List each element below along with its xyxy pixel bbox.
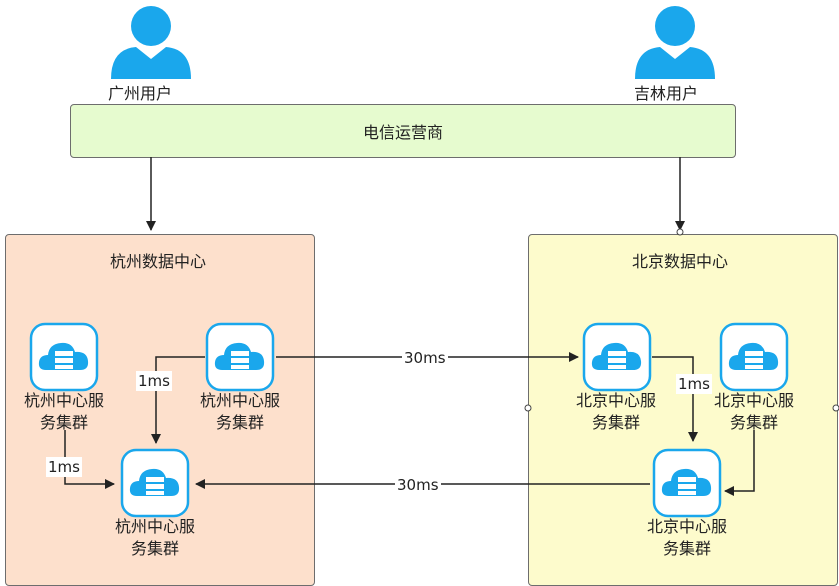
bj-node1-label: 北京中心服 务集群	[575, 391, 656, 432]
user-icon	[111, 6, 191, 79]
bj-node2-icon	[719, 322, 789, 392]
connector-dot	[832, 404, 839, 412]
hz-node1-icon	[29, 322, 99, 392]
latency-hz-internal-a: 1ms	[136, 371, 172, 391]
cloud-server-icon	[29, 322, 99, 392]
hangzhou-datacenter-title: 杭州数据中心	[110, 252, 207, 271]
latency-cross-top: 30ms	[402, 348, 448, 368]
bj-node2-to-node3-arrow	[724, 430, 755, 496]
cloud-server-icon	[120, 448, 190, 518]
hz-node1-to-node3-arrow	[64, 430, 115, 489]
bj-node3-icon	[652, 448, 722, 518]
guangzhou-user	[106, 4, 196, 83]
hz-node3-label: 杭州中心服 务集群	[114, 517, 195, 558]
cloud-server-icon	[719, 322, 789, 392]
hz-node2-icon	[205, 322, 275, 392]
latency-bj-internal: 1ms	[676, 374, 712, 394]
cloud-server-icon	[582, 322, 652, 392]
carrier-label: 电信运营商	[362, 123, 443, 142]
cloud-server-icon	[205, 322, 275, 392]
hz-node1-label: 杭州中心服 务集群	[23, 391, 104, 432]
connector-dot	[524, 404, 532, 412]
beijing-datacenter-title: 北京数据中心	[632, 252, 729, 271]
telecom-carrier-box: 电信运营商	[70, 104, 736, 158]
cloud-server-icon	[652, 448, 722, 518]
guangzhou-user-label: 广州用户	[108, 84, 173, 103]
bj-node2-label: 北京中心服 务集群	[713, 391, 794, 432]
connector-dot	[676, 228, 684, 236]
jilin-user-label: 吉林用户	[634, 84, 699, 103]
bj-node1-icon	[582, 322, 652, 392]
hz-node2-label: 杭州中心服 务集群	[199, 391, 280, 432]
latency-hz-internal-b: 1ms	[46, 457, 82, 477]
jilin-user	[630, 4, 720, 83]
hz-node3-icon	[120, 448, 190, 518]
bj-node3-label: 北京中心服 务集群	[646, 517, 727, 558]
bj-node1-to-node3-arrow	[652, 356, 698, 442]
hangzhou-datacenter	[5, 234, 315, 586]
hz-node2-to-node3-arrow	[151, 356, 205, 444]
user-icon	[635, 6, 715, 79]
latency-cross-bottom: 30ms	[395, 475, 441, 495]
